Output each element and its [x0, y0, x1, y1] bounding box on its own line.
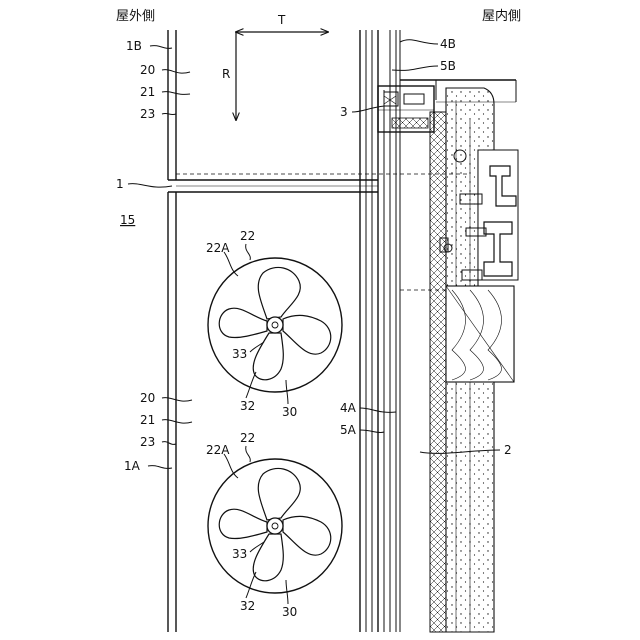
label-22-upper: 22	[240, 229, 255, 243]
label-21-top: 21	[140, 85, 155, 99]
label-4a: 4A	[340, 401, 357, 415]
label-3: 3	[340, 105, 348, 119]
fan-upper	[208, 258, 342, 392]
label-5a: 5A	[340, 423, 357, 437]
direction-t-label: T	[277, 13, 286, 27]
indoor-side-header: 屋内側	[482, 8, 521, 24]
label-20-top: 20	[140, 63, 155, 77]
label-32-lower: 32	[240, 599, 255, 613]
label-32-upper: 32	[240, 399, 255, 413]
label-22a-upper: 22A	[206, 241, 230, 255]
fan-lower	[208, 459, 342, 593]
label-22-lower: 22	[240, 431, 255, 445]
label-22a-lower: 22A	[206, 443, 230, 457]
label-23-top: 23	[140, 107, 155, 121]
direction-r-label: R	[222, 67, 230, 81]
indoor-wall-structure	[176, 80, 518, 632]
label-4b: 4B	[440, 37, 456, 51]
direction-indicator: T R	[222, 13, 328, 120]
label-21-mid: 21	[140, 413, 155, 427]
label-23-mid: 23	[140, 435, 155, 449]
outdoor-side-header: 屋外側	[116, 9, 155, 24]
label-30-lower: 30	[282, 605, 297, 619]
label-1: 1	[116, 177, 124, 191]
label-15: 15	[120, 213, 135, 227]
label-5b: 5B	[440, 59, 456, 73]
label-1b: 1B	[126, 39, 142, 53]
label-33-upper: 33	[232, 347, 247, 361]
label-20-mid: 20	[140, 391, 155, 405]
label-33-lower: 33	[232, 547, 247, 561]
label-1a: 1A	[124, 459, 141, 473]
label-30-upper: 30	[282, 405, 297, 419]
label-2: 2	[504, 443, 512, 457]
